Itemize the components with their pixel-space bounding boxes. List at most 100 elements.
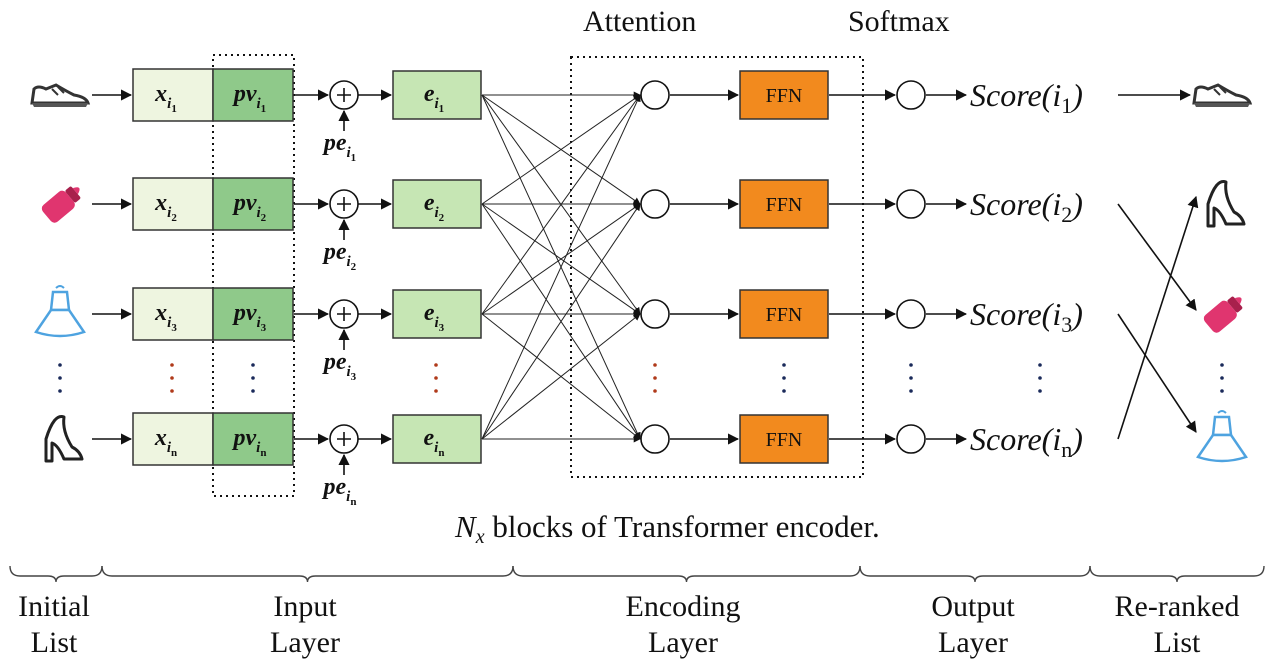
x-label: xi3 [154,300,177,334]
score-label: Score(i3) [970,296,1083,337]
section-braces [9,565,1265,583]
ffn-label: FFN [766,85,803,107]
input-baby-bottle-icon [41,186,81,223]
ffn-box [739,179,829,229]
section-label-line1: Re-ranked [1115,590,1240,623]
ffn-label: FFN [766,304,803,326]
x-box [132,412,214,466]
output-baby-bottle-icon [1203,296,1243,333]
brace [859,565,1091,583]
pv-label: pvin [232,425,267,459]
embedding-box [392,414,482,464]
output-high-heel-icon [1206,179,1246,228]
vertical-ellipsis [653,363,657,393]
section-label-line2: Layer [270,626,340,659]
item-row: xi3 pvi3 pei3 ei3 FFN Score(i3) [34,285,1243,383]
pv-box [212,412,294,466]
pv-dotted-frame [212,54,295,497]
attention-node [640,299,670,329]
vertical-ellipsis [1220,363,1224,393]
x-label: xin [154,425,177,459]
vertical-ellipsis [782,363,786,393]
section-label-line1: Output [931,590,1015,623]
vertical-ellipsis [1038,363,1042,393]
section-label-line2: Layer [648,626,718,659]
pe-label: pei3 [322,349,357,383]
softmax-node [896,299,926,329]
brace [1089,565,1265,583]
pe-label: pei2 [322,239,357,273]
section-label-line2: List [31,626,78,659]
section-labels: InitialListInputLayerEncodingLayerOutput… [18,590,1239,659]
e-label: ein [424,425,445,459]
softmax-node [896,424,926,454]
x-label: xi2 [154,190,177,224]
pv-label: pvi1 [232,81,266,115]
ffn-box [739,289,829,339]
e-label: ei3 [424,300,445,334]
caption-n: N [454,509,478,544]
vertical-ellipsis [909,363,913,393]
score-label: Score(i1) [970,77,1083,118]
softmax-label: Softmax [848,5,950,38]
caption-rest: blocks of Transformer encoder. [485,509,880,544]
output-sneaker-icon [1192,83,1253,107]
brace [9,565,103,583]
softmax-node [896,189,926,219]
item-row: xi1 pvi1 pei1 ei1 FFN Score(i1) [30,68,1253,164]
input-dress-icon [34,285,86,338]
ffn-box [739,70,829,120]
vertical-ellipsis [434,363,438,393]
pv-box [212,177,294,231]
attention-edge [481,203,641,440]
input-high-heel-icon [44,414,84,463]
pe-label: pein [322,474,357,508]
section-label-line1: Encoding [626,590,741,623]
attention-edge [481,94,641,315]
pv-box [212,68,294,122]
e-label: ei2 [424,190,445,224]
ffn-label: FFN [766,429,803,451]
pe-label: pei1 [322,130,356,164]
x-box [132,287,214,341]
softmax-node [896,80,926,110]
ffn-box [739,414,829,464]
embedding-box [392,70,482,120]
attention-connections [481,91,641,443]
attention-node [640,424,670,454]
item-row: xi2 pvi2 pei2 ei2 FFN Score(i2) [41,177,1246,273]
vertical-ellipsis [58,363,62,393]
encoder-caption: Nx blocks of Transformer encoder. [454,509,880,548]
vertical-ellipsis [251,363,255,393]
embedding-box [392,179,482,229]
section-label-line2: Layer [938,626,1008,659]
encoder-dotted-frame [570,56,864,478]
brace [101,565,514,583]
e-label: ei1 [424,81,444,115]
pv-label: pvi2 [232,190,267,224]
pv-label: pvi3 [232,300,267,334]
x-label: xi1 [154,81,177,115]
output-dress-icon [1196,410,1248,463]
attention-edge [481,313,641,440]
ffn-label: FFN [766,194,803,216]
section-label-line1: Initial [18,590,90,623]
attention-edge [481,94,641,440]
score-label: Score(i2) [970,186,1083,227]
embedding-box [392,289,482,339]
attention-edge [481,94,641,205]
section-label-line2: List [1154,626,1201,659]
ellipsis-row [58,363,1224,393]
attention-edge [481,203,641,315]
brace [512,565,861,583]
vertical-ellipsis [170,363,174,393]
pv-box [212,287,294,341]
x-box [132,177,214,231]
attention-node [640,80,670,110]
attention-node [640,189,670,219]
section-label-line1: Input [273,590,337,623]
attention-label: Attention [583,5,696,38]
